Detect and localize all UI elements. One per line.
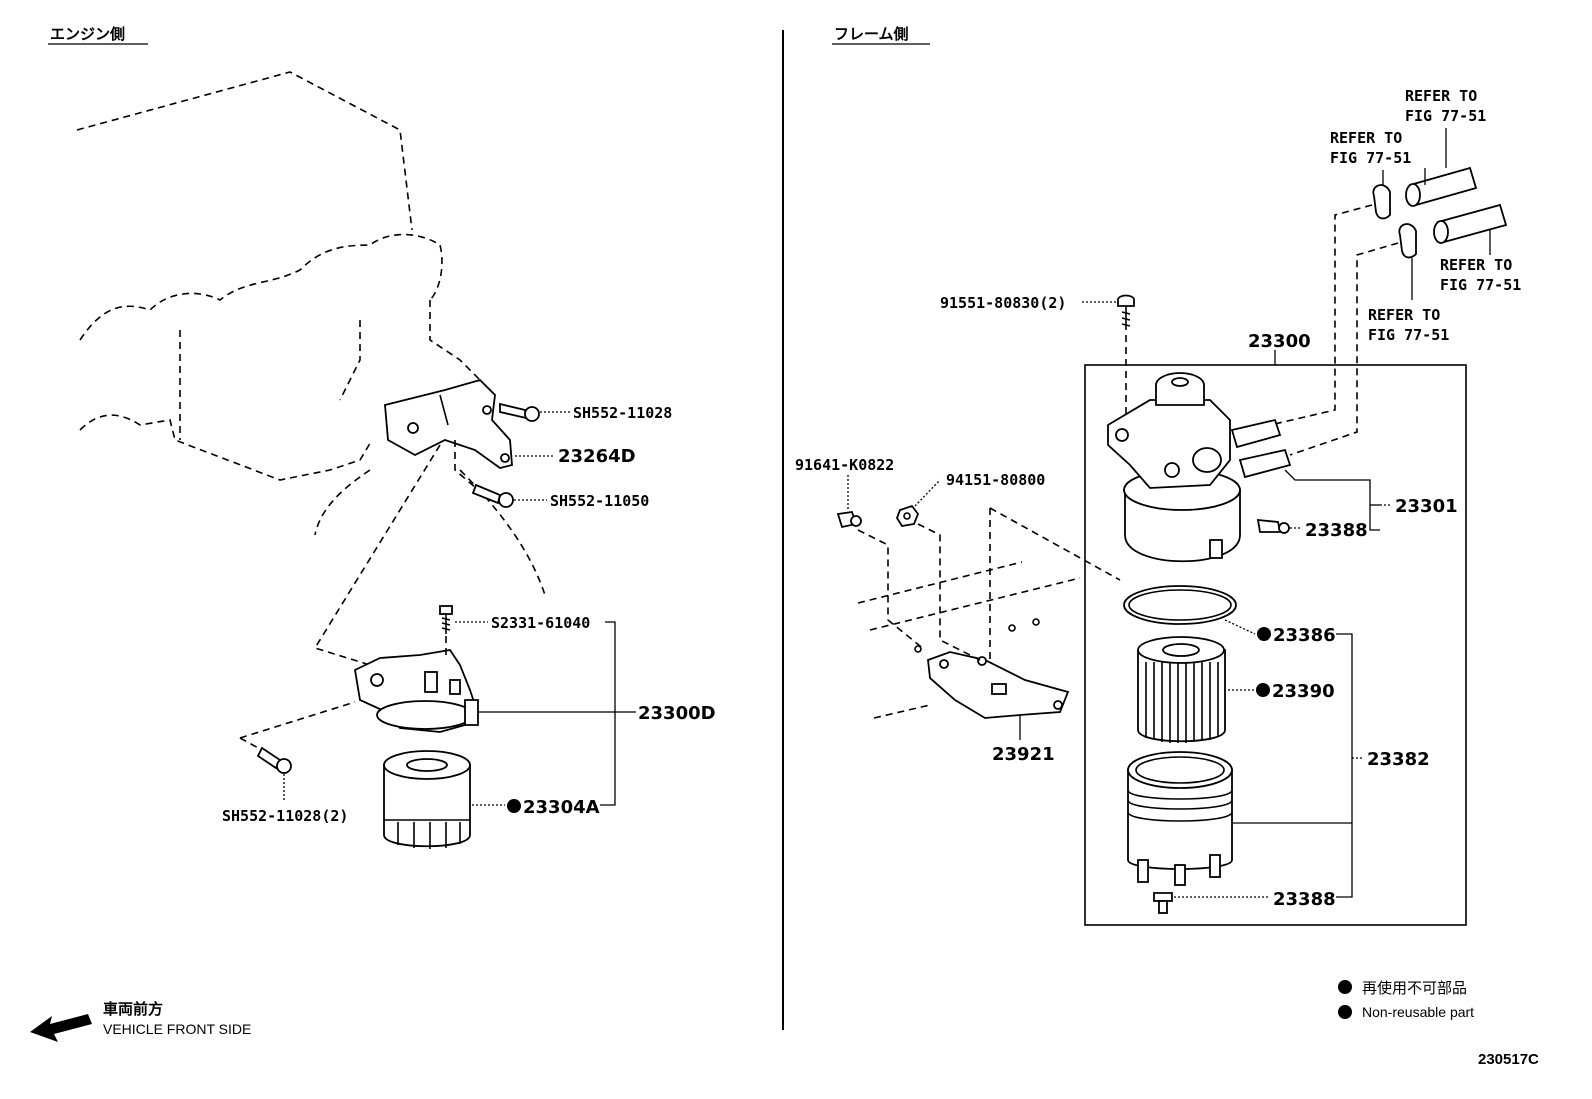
washer-91641	[914, 645, 922, 653]
fuel-hose-lower	[1433, 203, 1508, 244]
filter-housing-23301	[1107, 372, 1292, 563]
figure-code: 230517C	[1478, 1051, 1539, 1068]
dash-94151	[917, 523, 981, 661]
label-23264d: 23264D	[558, 446, 636, 467]
bracket-23264d	[384, 378, 513, 469]
svg-text:REFER TO: REFER TO	[1330, 129, 1402, 147]
label-23382: 23382	[1367, 749, 1430, 770]
bolt-sh552-11028-top	[499, 402, 540, 422]
leader-23386	[1224, 619, 1256, 635]
label-23300: 23300	[1248, 331, 1311, 352]
svg-text:FIG 77-51: FIG 77-51	[1368, 326, 1449, 344]
dash-sh552-11028-2	[239, 701, 356, 739]
bracket-23382-group	[1336, 633, 1353, 898]
legend-jp: 再使用不可部品	[1362, 979, 1467, 997]
bolt-s2331-61040	[439, 605, 453, 634]
label-23300d: 23300D	[638, 703, 716, 724]
drain-plug-23388-bottom	[1153, 892, 1173, 914]
vehicle-front-arrow-icon	[30, 1014, 92, 1042]
svg-text:FIG 77-51: FIG 77-51	[1330, 149, 1411, 167]
label-23301: 23301	[1395, 496, 1458, 517]
label-91551: 91551-80830(2)	[940, 294, 1066, 312]
svg-text:FIG 77-51: FIG 77-51	[1405, 107, 1486, 125]
label-23388-bottom: 23388	[1273, 889, 1336, 910]
label-sh552-11028-top: SH552-11028	[573, 404, 672, 422]
label-23304a: 23304A	[523, 797, 600, 818]
drain-plug-23388-top	[1256, 518, 1290, 534]
bolt-91641-k0822	[836, 511, 862, 529]
direction-en: VEHICLE FRONT SIDE	[103, 1021, 251, 1037]
refer-label-2: REFER TO FIG 77-51	[1330, 129, 1411, 167]
dash-lower-hose-route	[1289, 242, 1399, 456]
svg-text:REFER TO: REFER TO	[1405, 87, 1477, 105]
hose-clamp-upper	[1372, 184, 1391, 220]
label-91641: 91641-K0822	[795, 456, 894, 474]
svg-text:FIG 77-51: FIG 77-51	[1440, 276, 1521, 294]
label-23388-top: 23388	[1305, 520, 1368, 541]
leader-23301-a	[1284, 469, 1380, 531]
bolt-sh552-11050	[471, 483, 514, 508]
label-sh552-11050: SH552-11050	[550, 492, 649, 510]
direction-jp: 車両前方	[103, 1000, 163, 1018]
dash-sh552-11028-2b	[239, 737, 263, 751]
filter-element-23390	[1137, 636, 1226, 743]
bolt-91551-80830	[1117, 294, 1135, 330]
frame-side-header: フレーム側	[834, 25, 909, 43]
fuel-hose-upper	[1405, 166, 1478, 207]
label-sh552-11028-2: SH552-11028(2)	[222, 807, 348, 825]
nut-94151-80800	[896, 504, 920, 527]
svg-text:REFER TO: REFER TO	[1368, 306, 1440, 324]
label-s2331-61040: S2331-61040	[491, 614, 590, 632]
legend-dot-jp	[1338, 980, 1352, 994]
engine-block-outline	[76, 71, 546, 596]
label-23921: 23921	[992, 744, 1055, 765]
dash-bracket-to-head	[313, 444, 441, 666]
dash-sh552-11050	[454, 440, 477, 489]
label-23390: 23390	[1272, 681, 1335, 702]
label-23386: 23386	[1273, 625, 1336, 646]
bolt-sh552-11028-2	[256, 746, 292, 774]
engine-side-header: エンジン側	[50, 25, 125, 43]
filter-head-23300d	[354, 649, 479, 733]
hose-clamp-lower	[1398, 223, 1417, 259]
nonreusable-dot-23390	[1256, 683, 1270, 697]
dash-upper-hose-route	[1239, 204, 1373, 433]
refer-label-1: REFER TO FIG 77-51	[1405, 87, 1486, 125]
nonreusable-dot-23304a	[507, 799, 521, 813]
label-94151: 94151-80800	[946, 471, 1045, 489]
legend-dot-en	[1338, 1005, 1352, 1019]
o-ring-23386	[1123, 585, 1237, 625]
mount-bracket-23921	[927, 651, 1070, 719]
dash-housing-bracket	[989, 507, 1121, 581]
filter-bowl-23382	[1127, 751, 1233, 886]
nonreusable-dot-23386	[1257, 627, 1271, 641]
dash-91641	[857, 529, 926, 651]
bracket-23300d-group	[600, 621, 616, 806]
filter-cartridge-23304a	[383, 750, 471, 849]
legend-en: Non-reusable part	[1362, 1004, 1474, 1020]
refer-label-3: REFER TO FIG 77-51	[1440, 256, 1521, 294]
svg-text:REFER TO: REFER TO	[1440, 256, 1512, 274]
leader-94151	[914, 479, 941, 507]
refer-label-4: REFER TO FIG 77-51	[1368, 306, 1449, 344]
